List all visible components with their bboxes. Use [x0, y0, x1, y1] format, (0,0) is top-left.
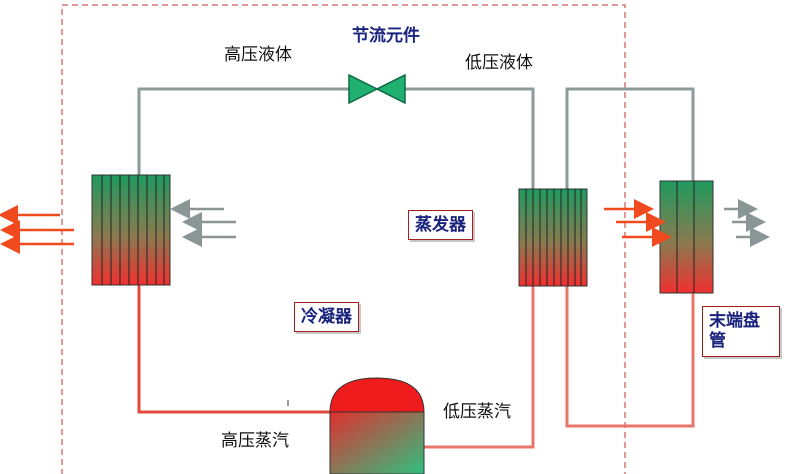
low-pressure-vapor-line [424, 286, 535, 449]
condenser-coil-icon [91, 174, 171, 286]
high-pressure-liquid-line [137, 87, 349, 175]
high-pressure-vapor-line [137, 285, 330, 414]
condenser-heat-arrows [0, 205, 74, 254]
throttle-label: 节流元件 [352, 26, 420, 46]
condenser-label: 冷凝器 [294, 302, 359, 333]
high-pressure-liquid-label: 高压液体 [224, 45, 292, 65]
throttle-valve-icon [348, 73, 406, 105]
evaporator-coil-icon [518, 188, 588, 287]
high-pressure-vapor-label: 高压蒸汽 [221, 431, 289, 451]
terminal-coil-warm-in-arrows [604, 199, 672, 247]
system-boundary [61, 4, 626, 474]
low-pressure-vapor-label: 低压蒸汽 [443, 402, 511, 422]
compressor-icon [329, 377, 425, 474]
low-pressure-liquid-line [405, 87, 535, 189]
terminal-coil-icon [659, 180, 714, 294]
chilled-water-return-line [565, 286, 695, 428]
evaporator-label: 蒸发器 [408, 210, 473, 241]
terminal-coil-label: 末端盘管 [702, 306, 780, 357]
condenser-air-in-arrows [170, 199, 236, 247]
low-pressure-liquid-label: 低压液体 [465, 53, 533, 73]
chilled-water-supply-line [565, 87, 695, 189]
terminal-coil-cool-out-arrows [724, 199, 770, 247]
